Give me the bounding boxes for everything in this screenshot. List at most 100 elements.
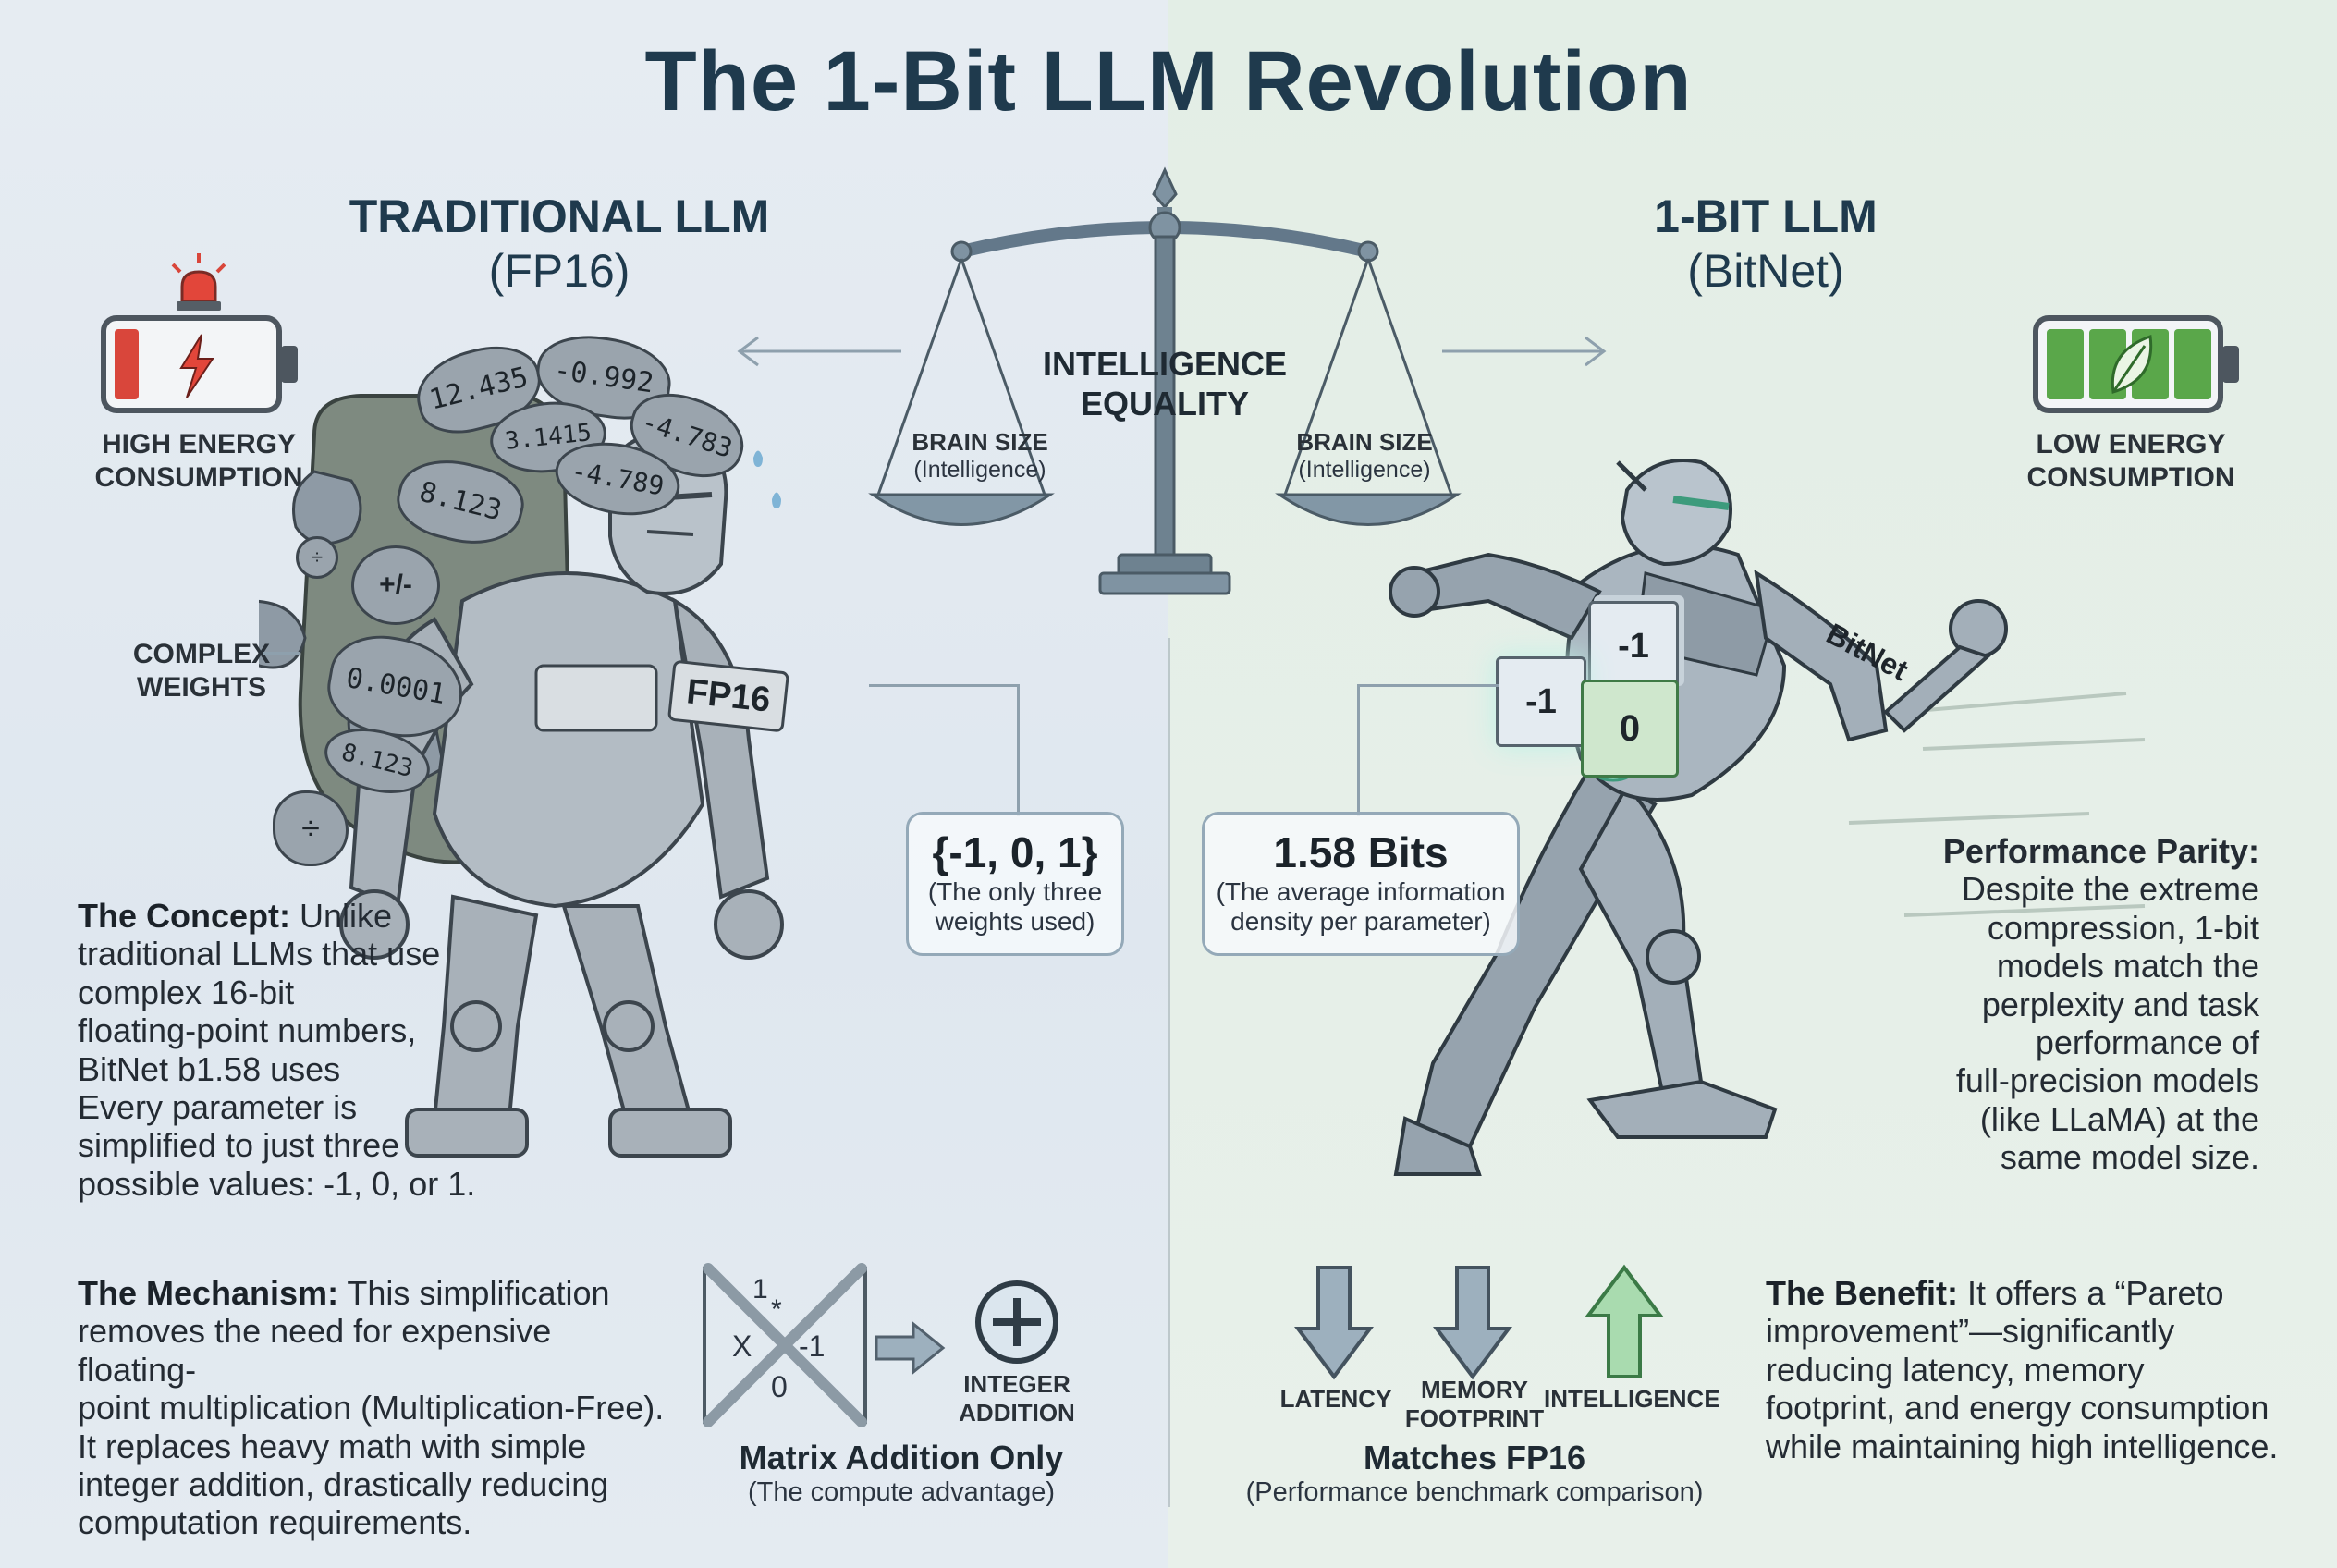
battery-full-icon <box>2033 315 2239 413</box>
cube-green: 0 <box>1581 680 1679 778</box>
benefit-text-4: while maintaining high intelligence. <box>1766 1427 2279 1465</box>
bits-box-sub-1: (The average information <box>1216 877 1506 906</box>
matrix-caption-sub: (The compute advantage) <box>747 1477 1056 1507</box>
bolt-icon <box>179 334 214 398</box>
low-energy-line-2: CONSUMPTION <box>2026 462 2235 493</box>
parity-text-3: perplexity and task <box>1981 985 2259 1023</box>
benefit-title: The Benefit: <box>1766 1274 1959 1312</box>
intelligence-equality-label: INTELLIGENCE EQUALITY <box>1026 344 1303 423</box>
mechanism-line-0: The Mechanism: This simplification <box>78 1274 669 1312</box>
bits-box-sub-2: density per parameter) <box>1230 907 1491 937</box>
parity-text-6: (like LLaMA) at the <box>1979 1099 2259 1138</box>
left-pan-label: BRAIN SIZE (Intelligence) <box>887 428 1072 484</box>
arrow-up-icon <box>1585 1264 1664 1378</box>
matrix-arrow-icon <box>875 1320 946 1376</box>
parity-text-1: compression, 1-bit <box>1987 908 2259 947</box>
high-energy-line-2: CONSUMPTION <box>94 462 303 493</box>
right-pan-label: BRAIN SIZE (Intelligence) <box>1272 428 1457 484</box>
benefit-line-0: The Benefit: It offers a “Pareto <box>1766 1274 2311 1312</box>
integer-addition-line-2: ADDITION <box>959 1399 1075 1427</box>
scale-icon <box>868 166 1462 595</box>
concept-text-4: BitNet b1.58 uses <box>78 1049 341 1088</box>
mechanism-text-1: removes the need for expensive floating- <box>78 1312 552 1389</box>
parity-title: Performance Parity: <box>1942 832 2259 870</box>
alarm-icon <box>171 253 226 311</box>
benefit-text-1: improvement”—significantly <box>1766 1312 2175 1351</box>
arrow-down-icon <box>1433 1266 1512 1380</box>
arrow-left-icon <box>737 336 901 367</box>
cube-left: -1 <box>1496 656 1586 747</box>
equality-line-2: EQUALITY <box>1080 385 1249 423</box>
left-pan-title: BRAIN SIZE <box>912 428 1048 456</box>
concept-title: The Concept: <box>78 897 290 935</box>
low-energy-line-1: LOW ENERGY <box>2036 429 2226 459</box>
bitnet-side-background <box>1168 0 2337 1568</box>
right-box-connector <box>1357 684 1499 816</box>
concept-text-7: possible values: -1, 0, or 1. <box>78 1164 476 1203</box>
concept-line-0: The Concept: Unlike <box>78 897 512 935</box>
mechanism-paragraph: The Mechanism: This simplification remov… <box>78 1274 669 1542</box>
ternary-weights-sub-2: weights used) <box>935 907 1095 937</box>
bitnet-heading: 1-BIT LLM (BitNet) <box>1572 190 1960 299</box>
mechanism-title: The Mechanism: <box>78 1274 339 1312</box>
high-energy-label: HIGH ENERGY CONSUMPTION <box>74 428 324 495</box>
ternary-weights-box: {-1, 0, 1} (The only three weights used) <box>906 812 1124 956</box>
parity-text-0: Despite the extreme <box>1961 870 2259 909</box>
concept-text-0: Unlike <box>300 897 393 935</box>
concept-text-5: Every parameter is <box>78 1087 358 1126</box>
complex-weights-pointer <box>263 652 300 655</box>
bits-box-title: 1.58 Bits <box>1273 828 1449 876</box>
bitnet-heading-line: 1-BIT LLM <box>1654 190 1878 242</box>
ternary-weights-sub-1: (The only three <box>927 877 1103 906</box>
center-divider <box>1168 638 1170 1507</box>
bitnet-subheading: (BitNet) <box>1687 245 1844 297</box>
mechanism-text-5: computation requirements. <box>78 1503 472 1542</box>
matrix-cell-2: * <box>771 1294 782 1325</box>
concept-text-6: simplified to just three <box>78 1126 400 1165</box>
plus-circle-icon <box>975 1280 1058 1364</box>
integer-addition-line-1: INTEGER <box>963 1370 1071 1398</box>
benchmark-caption: Matches FP16 (Performance benchmark comp… <box>1230 1439 1719 1508</box>
benefit-paragraph: The Benefit: It offers a “Pareto improve… <box>1766 1274 2311 1465</box>
low-energy-label: LOW ENERGY CONSUMPTION <box>2006 428 2256 495</box>
integer-addition-label: INTEGER ADDITION <box>943 1370 1091 1427</box>
falling-rock-1: ÷ <box>273 790 349 866</box>
cross-out-icon <box>703 1263 867 1427</box>
complex-weights-line-1: COMPLEX <box>132 639 271 669</box>
arrow-down-icon <box>1294 1266 1374 1380</box>
concept-text-1: traditional LLMs that use <box>78 935 441 974</box>
matrix-cell-1: 1 <box>752 1274 768 1305</box>
matrix-caption-title: Matrix Addition Only <box>739 1439 1064 1476</box>
matrix-cell-5: 0 <box>771 1370 788 1403</box>
rock-7: +/- <box>351 545 440 625</box>
latency-label: LATENCY <box>1279 1385 1392 1413</box>
memory-footprint-label: MEMORY FOOTPRINT <box>1396 1376 1553 1433</box>
cube-top: -1 <box>1588 601 1679 692</box>
bits-box: 1.58 Bits (The average information densi… <box>1202 812 1520 956</box>
benchmark-caption-title: Matches FP16 <box>1363 1439 1586 1476</box>
traditional-subheading: (FP16) <box>488 245 630 297</box>
equality-line-1: INTELLIGENCE <box>1042 345 1287 383</box>
parity-text-2: models match the <box>1996 947 2259 986</box>
traditional-heading-line: TRADITIONAL LLM <box>349 190 770 242</box>
battery-low-icon <box>101 315 298 413</box>
right-pan-title: BRAIN SIZE <box>1296 428 1433 456</box>
arrow-right-icon <box>1442 336 1607 367</box>
mechanism-text-2: point multiplication (Multiplication-Fre… <box>78 1389 665 1427</box>
crossed-matrix: 1 * X -1 0 <box>703 1263 867 1427</box>
high-energy-line-1: HIGH ENERGY <box>101 429 297 459</box>
benefit-text-2: reducing latency, memory <box>1766 1350 2145 1389</box>
ternary-weights-title: {-1, 0, 1} <box>932 828 1098 876</box>
left-box-connector <box>869 684 1020 816</box>
left-pan-sub: (Intelligence) <box>913 457 1046 484</box>
leaf-icon <box>2111 334 2153 394</box>
benefit-text-3: footprint, and energy consumption <box>1766 1389 2270 1427</box>
traditional-llm-heading: TRADITIONAL LLM (FP16) <box>333 190 786 299</box>
mechanism-text-4: integer addition, drastically reducing <box>78 1464 609 1503</box>
memory-line: MEMORY <box>1420 1376 1529 1403</box>
right-pan-sub: (Intelligence) <box>1298 457 1431 484</box>
mechanism-text-3: It replaces heavy math with simple <box>78 1427 587 1465</box>
concept-paragraph: The Concept: Unlike traditional LLMs tha… <box>78 897 512 1203</box>
benchmark-caption-sub: (Performance benchmark comparison) <box>1245 1477 1704 1507</box>
concept-text-2: complex 16-bit <box>78 973 295 1011</box>
